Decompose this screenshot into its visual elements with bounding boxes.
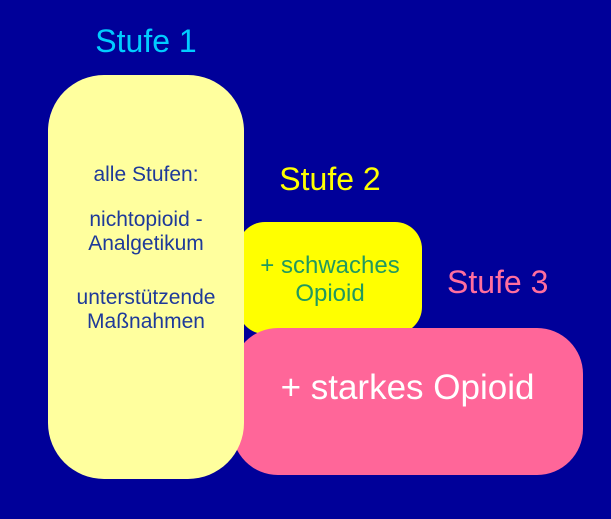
stufe3-text-line: + starkes Opioid	[280, 368, 535, 407]
stufe1-text-line: Maßnahmen	[87, 310, 205, 333]
stufe1-box: alle Stufen: nichtopioid - Analgetikum u…	[48, 75, 244, 479]
stufe2-text-line: + schwaches	[260, 252, 400, 279]
stufe1-text-line: Analgetikum	[88, 232, 204, 255]
stufe1-heading: Stufe 1	[95, 23, 197, 59]
stufe1-text-line: unterstützende	[76, 286, 216, 309]
stufe2-text-line: Opioid	[295, 280, 365, 307]
stufe2-heading: Stufe 2	[279, 161, 381, 197]
stufe1-text-line: alle Stufen:	[93, 163, 199, 186]
stufe1-text-line: nichtopioid -	[89, 208, 203, 231]
stufe3-heading: Stufe 3	[447, 264, 549, 300]
stufe2-box: + schwaches Opioid	[238, 222, 422, 334]
stufe3-box: + starkes Opioid	[232, 328, 583, 475]
